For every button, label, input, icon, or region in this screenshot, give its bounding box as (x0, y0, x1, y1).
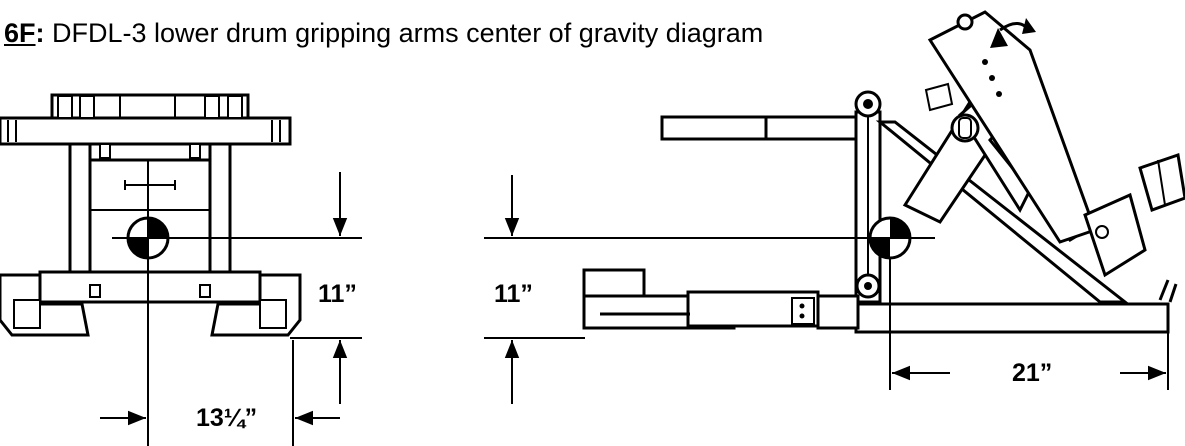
front-vertical-dimension-label: 11” (318, 280, 357, 308)
figure-caption: 6F: DFDL-3 lower drum gripping arms cent… (4, 20, 763, 47)
caption-separator: : (35, 18, 45, 48)
front-dimension-lines (100, 160, 362, 446)
side-top-plate (660, 115, 858, 141)
side-clamp-assembly (902, 10, 1185, 303)
front-horizontal-dimension-label: 13¼” (196, 404, 257, 432)
side-dimension-lines (484, 175, 1169, 404)
side-base-frame (854, 302, 1170, 334)
figure-label: 6F (4, 18, 36, 48)
side-gripping-arm (582, 268, 860, 330)
side-mast (854, 90, 882, 304)
side-vertical-dimension-label: 11” (494, 280, 533, 308)
front-top-frame (0, 93, 292, 146)
front-legs (68, 142, 232, 276)
side-view (484, 10, 1185, 404)
front-gripping-arms (0, 270, 302, 337)
caption-text: DFDL-3 lower drum gripping arms center o… (44, 18, 764, 48)
side-horizontal-dimension-label: 21” (1012, 359, 1052, 387)
side-cog-marker (868, 216, 912, 260)
front-view (0, 93, 362, 446)
